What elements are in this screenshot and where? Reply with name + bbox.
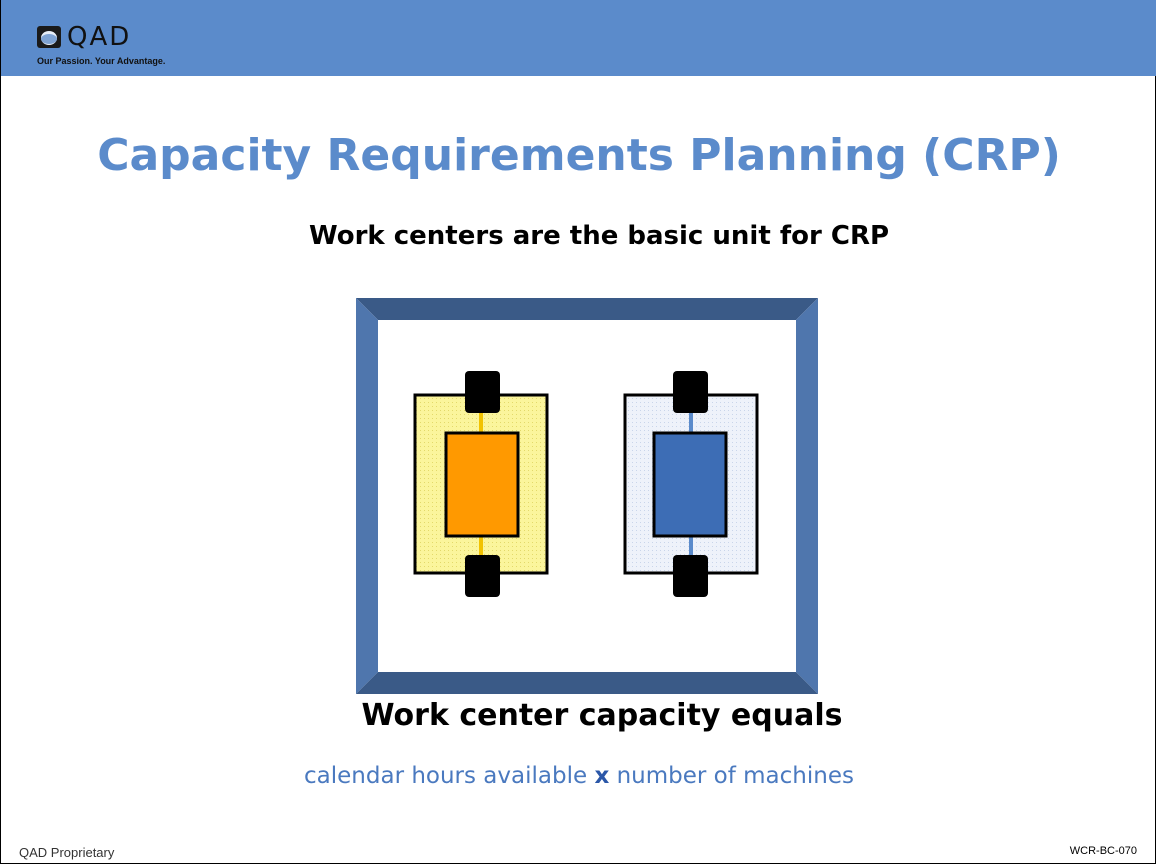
work-center-diagram: [356, 298, 818, 694]
qad-logo: QAD Our Passion. Your Advantage.: [37, 22, 197, 74]
machine-1-bottom-terminal: [465, 555, 500, 597]
footer-code: WCR-BC-070: [1069, 845, 1137, 857]
work-center-frame: [356, 298, 818, 694]
logo-tagline: Our Passion. Your Advantage.: [37, 56, 166, 66]
slide-subtitle: Work centers are the basic unit for CRP: [308, 221, 890, 251]
logo-wordmark: QAD: [67, 22, 132, 52]
qad-logo-icon: [37, 26, 61, 48]
machine-2-bottom-terminal: [673, 555, 708, 597]
machine-1-core: [444, 431, 520, 538]
formula-right: number of machines: [616, 763, 854, 789]
machine-1-top-terminal: [465, 371, 500, 413]
machine-1: [413, 371, 549, 597]
formula-operator: x: [594, 763, 610, 789]
footer-proprietary: QAD Proprietary: [19, 845, 115, 860]
capacity-formula: calendar hours available x number of mac…: [1, 763, 1156, 789]
machine-2: [623, 371, 759, 597]
machine-2-top-terminal: [673, 371, 708, 413]
page-title: Capacity Requirements Planning (CRP): [97, 130, 1061, 181]
machine-2-core: [652, 431, 728, 538]
formula-left: calendar hours available: [304, 763, 588, 789]
capacity-heading: Work center capacity equals: [361, 698, 843, 733]
header-bar: [1, 0, 1156, 76]
